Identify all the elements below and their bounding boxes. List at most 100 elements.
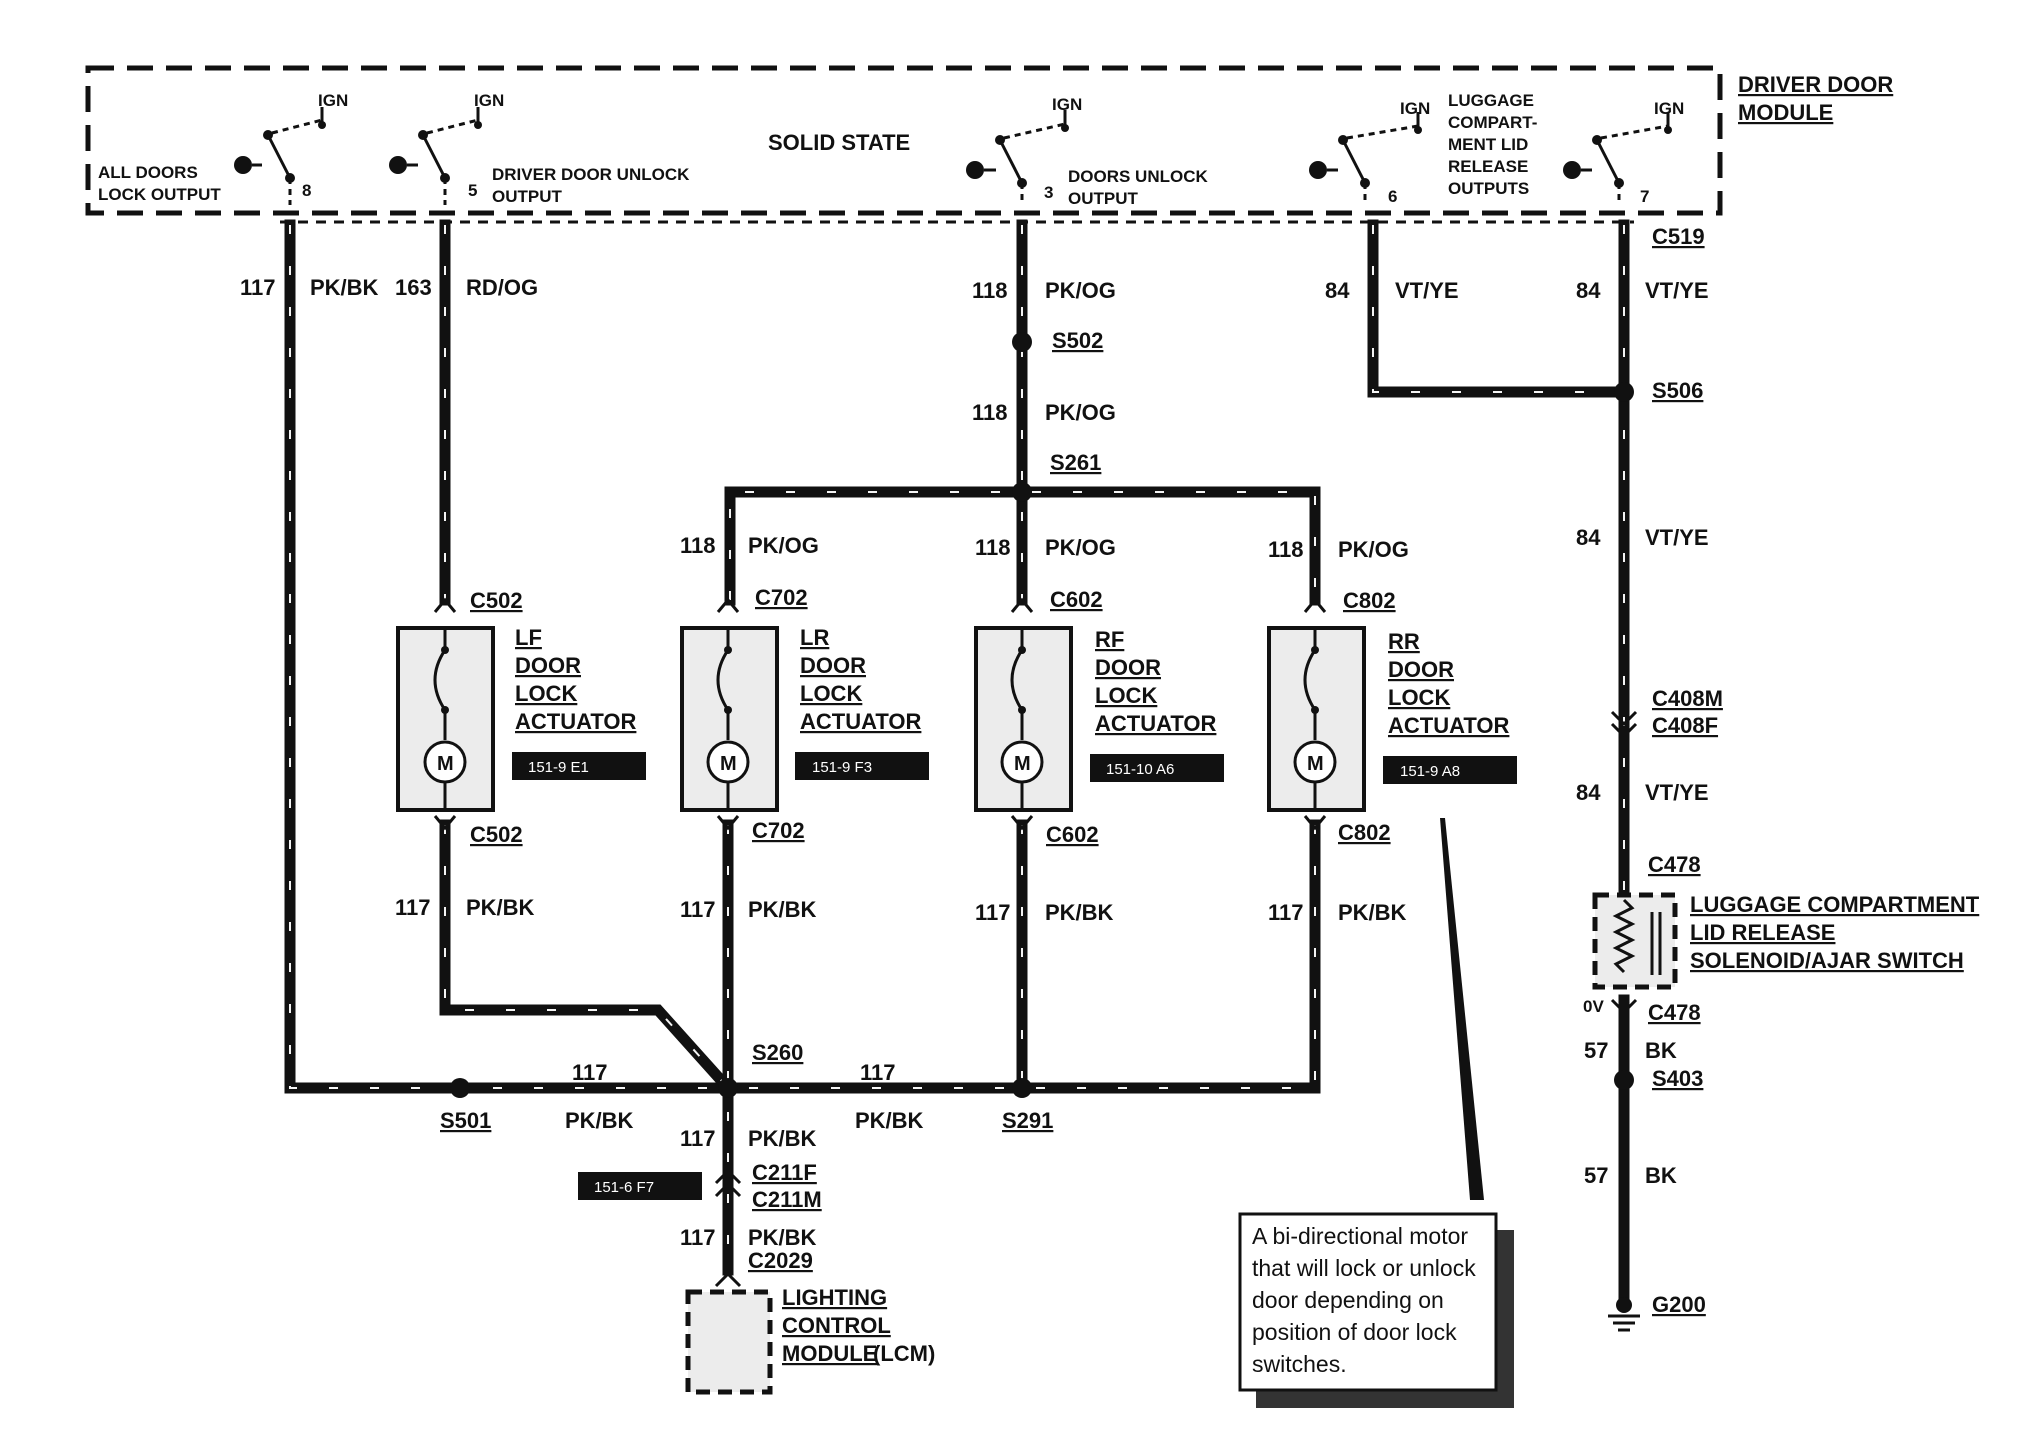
note-line4: position of door lock xyxy=(1252,1319,1457,1345)
luggage-solenoid: C478 LUGGAGE COMPARTMENT LID RELEASE SOL… xyxy=(1583,852,1980,1025)
module-title-line2: MODULE xyxy=(1738,100,1833,125)
luggage-output-line3: MENT LID xyxy=(1448,135,1528,154)
connector-c211f: C211F xyxy=(752,1160,817,1185)
actuator-rf: C602 M C602 RF DOOR LOCK ACTUATOR 151-10… xyxy=(974,587,1224,847)
connector-c408m: C408M xyxy=(1652,686,1723,711)
connector-c602-top: C602 xyxy=(1050,587,1103,612)
splices: S502 S261 S506 S260 S501 S291 S403 xyxy=(440,328,1703,1133)
note-line2: that will lock or unlock xyxy=(1252,1255,1476,1281)
wire-color-57-a: BK xyxy=(1645,1038,1677,1063)
connector-c519: C519 xyxy=(1652,224,1705,249)
connector-c602-bottom: C602 xyxy=(1046,822,1099,847)
actuator-rf-line3: LOCK xyxy=(1095,683,1157,708)
pin-8: 8 xyxy=(302,181,311,200)
wire-num-118-rr: 118 xyxy=(1268,537,1304,562)
solenoid-voltage: 0V xyxy=(1583,997,1604,1016)
actuator-rr-pos: RR xyxy=(1388,629,1420,654)
connector-c478-bottom: C478 xyxy=(1648,1000,1701,1025)
splice-s506-dot xyxy=(1614,382,1634,402)
pin-3: 3 xyxy=(1044,183,1053,202)
actuator-rf-pos: RF xyxy=(1095,627,1124,652)
actuator-lf-ref: 151-9 E1 xyxy=(528,759,589,776)
wire-color-118-rf: PK/OG xyxy=(1045,535,1116,560)
lcm-ref: 151-6 F7 xyxy=(594,1179,654,1196)
callout-note: A bi-directional motor that will lock or… xyxy=(1238,818,1514,1408)
motor-symbol-rr: M xyxy=(1307,753,1324,775)
wire-num-163: 163 xyxy=(395,275,432,300)
wire-color-117-rr: PK/BK xyxy=(1338,900,1407,925)
luggage-output-line4: RELEASE xyxy=(1448,157,1528,176)
actuator-rr-line2: DOOR xyxy=(1388,657,1454,682)
wire-color-117-lf: PK/BK xyxy=(466,895,535,920)
wire-labels: 117 PK/BK 163 RD/OG 118 PK/OG 118 PK/OG … xyxy=(240,275,1709,1250)
actuator-lr-line3: LOCK xyxy=(800,681,862,706)
splice-s291: S291 xyxy=(1002,1108,1053,1133)
wire-num-118-lr: 118 xyxy=(680,533,716,558)
splice-s261-dot xyxy=(1012,482,1032,502)
wire-117-left-loop xyxy=(284,219,734,1094)
switch-output-7: IGN 7 xyxy=(1563,99,1684,206)
note-line5: switches. xyxy=(1252,1351,1347,1377)
wire-num-117-rr: 117 xyxy=(1268,900,1304,925)
wire-num-117-lcm-a: 117 xyxy=(680,1126,716,1151)
actuator-rf-line4: ACTUATOR xyxy=(1095,711,1217,736)
wire-num-57-a: 57 xyxy=(1584,1038,1608,1063)
connector-c408: C408M C408F xyxy=(1610,686,1723,739)
lcm-suffix: (LCM) xyxy=(873,1341,935,1366)
wire-num-84-b: 84 xyxy=(1576,278,1601,303)
output-label-doors-unlock-line1: DOORS UNLOCK xyxy=(1068,167,1209,186)
switch-output-6: IGN 6 LUGGAGE COMPART- MENT LID RELEASE … xyxy=(1309,91,1537,206)
actuator-rr-line4: ACTUATOR xyxy=(1388,713,1510,738)
splice-s502: S502 xyxy=(1052,328,1103,353)
actuator-lr-line2: DOOR xyxy=(800,653,866,678)
actuator-lf: C502 M C502 LF DOOR LOCK ACTUATOR 151-9 … xyxy=(396,588,646,847)
output-label-doors-unlock-line2: OUTPUT xyxy=(1068,189,1139,208)
pin-6: 6 xyxy=(1388,187,1397,206)
wire-color-117-a: PK/BK xyxy=(310,275,379,300)
solenoid-line1: LUGGAGE COMPARTMENT xyxy=(1690,892,1980,917)
wire-color-84-c: VT/YE xyxy=(1645,525,1709,550)
ground-label: G200 xyxy=(1652,1292,1706,1317)
ign-label-5: IGN xyxy=(1654,99,1684,118)
splice-s501: S501 xyxy=(440,1108,491,1133)
lcm-line2: CONTROL xyxy=(782,1313,891,1338)
wire-color-57-b: BK xyxy=(1645,1163,1677,1188)
ign-label-2: IGN xyxy=(474,91,504,110)
wire-color-118-lr: PK/OG xyxy=(748,533,819,558)
lighting-control-module: C211F C211M 151-6 F7 C2029 LIGHTING CONT… xyxy=(578,1160,935,1395)
wire-color-163: RD/OG xyxy=(466,275,538,300)
wire-num-84-c: 84 xyxy=(1576,525,1601,550)
wire-num-117-lr: 117 xyxy=(680,897,716,922)
lcm-line3: MODULE xyxy=(782,1341,877,1366)
pin-5: 5 xyxy=(468,181,477,200)
wire-color-118-b: PK/OG xyxy=(1045,400,1116,425)
wire-num-117-lcm-b: 117 xyxy=(680,1225,716,1250)
motor-symbol-rf: M xyxy=(1014,753,1031,775)
switch-output-5: IGN DRIVER DOOR UNLOCK OUTPUT 5 xyxy=(389,91,690,206)
connector-c702-top: C702 xyxy=(755,585,808,610)
luggage-output-line2: COMPART- xyxy=(1448,113,1537,132)
wire-num-57-b: 57 xyxy=(1584,1163,1608,1188)
wire-num-84-d: 84 xyxy=(1576,780,1601,805)
wire-color-84-a: VT/YE xyxy=(1395,278,1459,303)
actuator-lf-line2: DOOR xyxy=(515,653,581,678)
wire-117-lf xyxy=(439,819,736,1096)
luggage-output-line1: LUGGAGE xyxy=(1448,91,1534,110)
wire-color-117-bus-left: PK/BK xyxy=(565,1108,634,1133)
wire-color-118-a: PK/OG xyxy=(1045,278,1116,303)
wire-num-117-a: 117 xyxy=(240,275,276,300)
wire-color-117-bus-right: PK/BK xyxy=(855,1108,924,1133)
solenoid-line2: LID RELEASE xyxy=(1690,920,1835,945)
connector-c802-top: C802 xyxy=(1343,588,1396,613)
connector-c478-top: C478 xyxy=(1648,852,1701,877)
wire-num-117-bus-right: 117 xyxy=(860,1060,896,1085)
wire-color-84-d: VT/YE xyxy=(1645,780,1709,805)
actuator-lr: C702 M C702 LR DOOR LOCK ACTUATOR 151-9 … xyxy=(680,585,929,843)
module-title-line1: DRIVER DOOR xyxy=(1738,72,1893,97)
connector-c502-bottom: C502 xyxy=(470,822,523,847)
ign-label-1: IGN xyxy=(318,91,348,110)
wire-num-118-b: 118 xyxy=(972,400,1008,425)
actuator-lr-line4: ACTUATOR xyxy=(800,709,922,734)
wire-num-117-rf: 117 xyxy=(975,900,1011,925)
